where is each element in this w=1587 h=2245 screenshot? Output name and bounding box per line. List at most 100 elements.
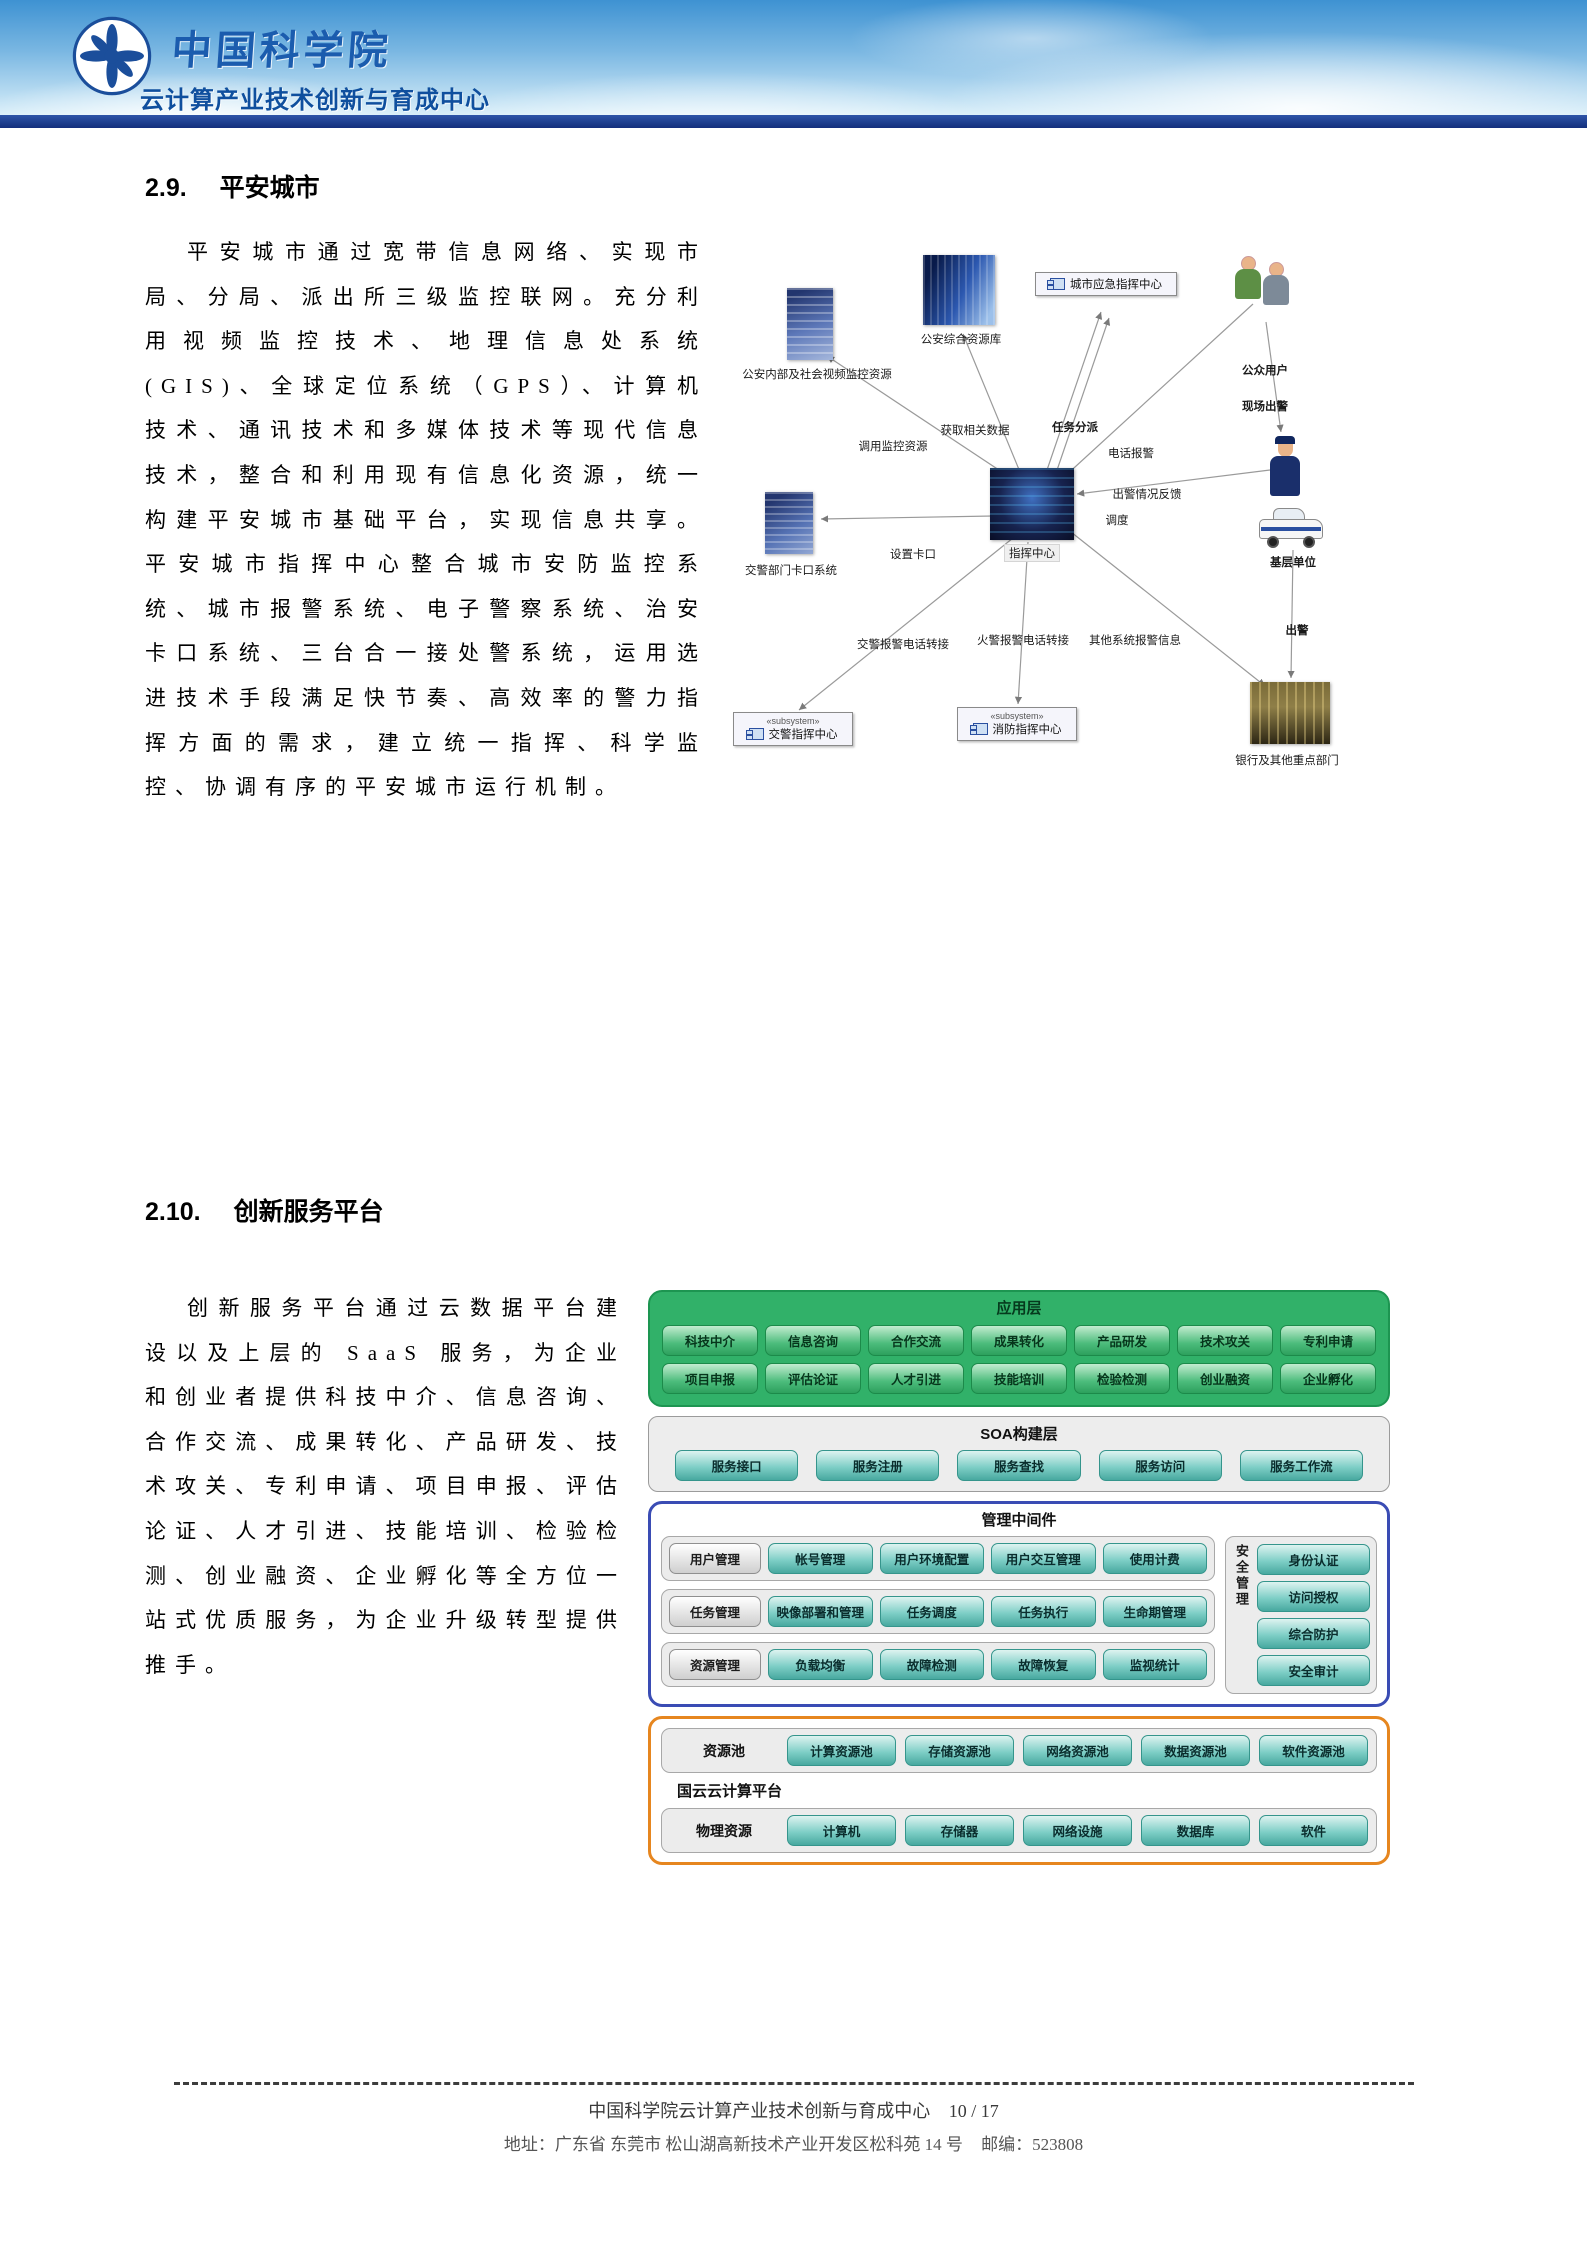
edge-fetch-data-label: 获取相关数据 <box>940 425 1010 437</box>
edge-phone-alarm-label: 电话报警 <box>1108 448 1154 460</box>
soa-item: 服务访问 <box>1098 1450 1222 1481</box>
command-center-label: 指挥中心 <box>1004 544 1060 562</box>
edge-task-dispatch-label: 任务分派 <box>1052 422 1098 434</box>
footer-address: 地址：广东省 东莞市 松山湖高新技术产业开发区松科苑 14 号 <box>503 2135 963 2154</box>
bank-label: 银行及其他重点部门 <box>1235 755 1339 767</box>
resource-management-row: 资源管理 负载均衡 故障检测 故障恢复 监视统计 <box>661 1642 1215 1687</box>
cloud-resource-layer: 资源池 计算资源池 存储资源池 网络资源池 数据资源池 软件资源池 国云云计算平… <box>648 1716 1390 1865</box>
section-2-9-paragraph: 平安城市通过宽带信息网络、实现市局、分局、派出所三级监控联网。充分利用视频监控技… <box>145 240 707 800</box>
mgmt-item: 用户环境配置 <box>879 1543 984 1574</box>
app-item: 企业孵化 <box>1280 1363 1376 1394</box>
subsystem-tag: «subsystem» <box>990 711 1044 721</box>
header-divider-bar <box>0 115 1587 128</box>
mgmt-item: 帐号管理 <box>768 1543 873 1574</box>
section-2-10-number: 2.10. <box>145 1198 201 1226</box>
app-item: 科技中介 <box>662 1325 758 1356</box>
page-number: 10 / 17 <box>948 2101 999 2121</box>
soa-item: 服务查找 <box>957 1450 1081 1481</box>
physical-item: 软件 <box>1259 1815 1368 1846</box>
footer-line1: 中国科学院云计算产业技术创新与育成中心 10 / 17 <box>0 2097 1587 2123</box>
mgmt-item: 负载均衡 <box>768 1649 873 1680</box>
dispatch-out-label: 出警 <box>1285 625 1309 637</box>
fire-command-center-box: «subsystem» 消防指挥中心 <box>957 707 1077 741</box>
fire-command-center-label: 消防指挥中心 <box>992 724 1062 736</box>
security-management-label: 安全管理 <box>1234 1544 1249 1608</box>
app-item: 技能培训 <box>971 1363 1067 1394</box>
footer-center-name: 中国科学院云计算产业技术创新与育成中心 <box>588 2101 931 2121</box>
page-content: 2.9. 平安城市 <box>0 168 1587 1865</box>
soa-item: 服务工作流 <box>1239 1450 1363 1481</box>
grassroots-label: 基层单位 <box>1270 557 1316 569</box>
police-officer-icon <box>1265 436 1305 504</box>
user-management-row: 用户管理 帐号管理 用户环境配置 用户交互管理 使用计费 <box>661 1536 1215 1581</box>
app-item: 成果转化 <box>971 1325 1067 1356</box>
onsite-label: 现场出警 <box>1242 401 1288 413</box>
center-name: 云计算产业技术创新与育成中心 <box>140 87 490 114</box>
task-management-label: 任务管理 <box>669 1596 761 1627</box>
application-layer: 应用层 科技中介 信息咨询 合作交流 成果转化 产品研发 技术攻关 专利申请 项… <box>648 1290 1390 1407</box>
user-management-label: 用户管理 <box>669 1543 761 1574</box>
section-2-10-heading: 2.10. 创新服务平台 <box>145 1192 1390 1228</box>
security-item: 身份认证 <box>1257 1544 1370 1575</box>
app-item: 专利申请 <box>1280 1325 1376 1356</box>
section-2-10-paragraph: 创新服务平台通过云数据平台建设以及上层的 SaaS 服务，为企业和创业者提供科技… <box>145 1296 626 1677</box>
app-item: 评估论证 <box>765 1363 861 1394</box>
mgmt-item: 任务调度 <box>879 1596 984 1627</box>
bank-photo <box>1250 682 1330 744</box>
resource-db-label: 公安综合资源库 <box>920 334 1002 346</box>
page-footer: 中国科学院云计算产业技术创新与育成中心 10 / 17 地址：广东省 东莞市 松… <box>0 2082 1587 2155</box>
edge-feedback-label: 出警情况反馈 <box>1112 489 1182 501</box>
mgmt-item: 使用计费 <box>1102 1543 1207 1574</box>
management-middleware-layer: 管理中间件 用户管理 帐号管理 用户环境配置 用户交互管理 使用计费 <box>648 1501 1390 1707</box>
traffic-command-center-label: 交警指挥中心 <box>768 729 838 741</box>
police-car-icon <box>1259 508 1325 548</box>
footer-divider <box>173 2082 1414 2085</box>
subsystem-tag: «subsystem» <box>766 716 820 726</box>
edge-dispatch-label: 调度 <box>1105 515 1129 527</box>
checkpoint-building-photo <box>765 492 813 554</box>
section-2-9-heading: 2.9. 平安城市 <box>145 168 1390 204</box>
physical-item: 数据库 <box>1141 1815 1250 1846</box>
section-2-9: 城市应急指挥中心 «subsystem» 交警指挥中心 «subsystem» … <box>145 230 1390 812</box>
edge-set-checkpoint-label: 设置卡口 <box>890 549 936 561</box>
checkpoint-label: 交警部门卡口系统 <box>745 565 837 577</box>
city-emergency-center-label: 城市应急指挥中心 <box>1070 279 1162 291</box>
security-item: 安全审计 <box>1257 1655 1370 1686</box>
mgmt-item: 生命期管理 <box>1102 1596 1207 1627</box>
mgmt-item: 映像部署和管理 <box>768 1596 873 1627</box>
safe-city-diagram: 城市应急指挥中心 «subsystem» 交警指挥中心 «subsystem» … <box>725 240 1390 812</box>
app-item: 人才引进 <box>868 1363 964 1394</box>
police-database-photo <box>923 255 995 325</box>
physical-item: 存储器 <box>905 1815 1014 1846</box>
pool-item: 计算资源池 <box>787 1735 896 1766</box>
soa-layer-title: SOA构建层 <box>980 1426 1058 1443</box>
section-2-10-title: 创新服务平台 <box>233 1198 384 1226</box>
pool-item: 数据资源池 <box>1141 1735 1250 1766</box>
mgmt-item: 故障检测 <box>879 1649 984 1680</box>
app-item: 项目申报 <box>662 1363 758 1394</box>
app-item: 技术攻关 <box>1177 1325 1273 1356</box>
edge-traffic-call-label: 交警报警电话转接 <box>857 639 949 651</box>
resource-pool-label: 资源池 <box>703 1742 745 1759</box>
mgmt-item: 用户交互管理 <box>991 1543 1096 1574</box>
person-icon <box>1234 256 1262 299</box>
innovation-platform-diagram: 应用层 科技中介 信息咨询 合作交流 成果转化 产品研发 技术攻关 专利申请 项… <box>648 1290 1390 1865</box>
app-item: 信息咨询 <box>765 1325 861 1356</box>
traffic-command-center-box: «subsystem» 交警指挥中心 <box>733 712 853 746</box>
edge-call-video-label: 调用监控资源 <box>858 441 928 453</box>
security-item: 综合防护 <box>1257 1618 1370 1649</box>
security-management-box: 安全管理 身份认证 访问授权 综合防护 安全审计 <box>1225 1536 1377 1694</box>
task-management-row: 任务管理 映像部署和管理 任务调度 任务执行 生命期管理 <box>661 1589 1215 1634</box>
edge-other-alarm-label: 其他系统报警信息 <box>1089 635 1181 647</box>
physical-item: 计算机 <box>787 1815 896 1846</box>
mgmt-item: 故障恢复 <box>991 1649 1096 1680</box>
app-item: 产品研发 <box>1074 1325 1170 1356</box>
public-users-figures <box>1230 252 1300 318</box>
management-layer-title: 管理中间件 <box>981 1512 1057 1529</box>
section-2-9-number: 2.9. <box>145 174 187 202</box>
video-surveillance-photo <box>787 288 833 360</box>
public-user-label: 公众用户 <box>1242 365 1288 377</box>
video-resources-label: 公安内部及社会视频监控资源 <box>742 369 892 381</box>
subsystem-icon <box>1047 278 1065 290</box>
